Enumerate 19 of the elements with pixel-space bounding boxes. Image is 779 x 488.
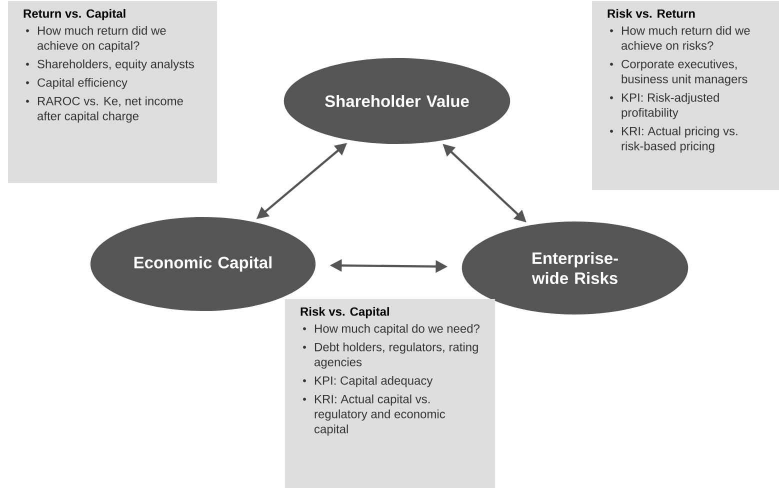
ellipse-node: Shareholder Value [284,58,510,144]
ellipse-node: Enterprise-wide Risks [462,222,688,314]
bullet-item: KRI: Actual capital vs. regulatory and economic capital [314,394,446,436]
bullet-item: Capital efficiency [38,78,128,90]
bullet-item: How much capital do we need? [315,324,480,336]
bullet-item: Corporate executives, business unit managers [622,60,748,86]
info-box [592,1,779,190]
box-heading: Return vs. Capital [24,9,126,20]
bullet-item: KPI: Risk-adjusted profitability [622,93,719,120]
bullet-item: KPI: Capital adequacy [315,376,433,388]
bullet-item: Debt holders, regulators, rating agencies [314,342,478,369]
bullet-item: KRI: Actual pricing vs. risk-based pricing [622,126,738,153]
info-box [8,1,217,183]
bullet-item: How much return did we achieve on risks? [622,26,750,50]
bullet-item: RAROC vs. Ke, net income after capital charge [38,96,183,123]
bullet-item: Shareholders, equity analysts [38,60,194,71]
box-heading: Risk vs. Return [608,9,695,18]
info-box [285,299,495,488]
bullet-item: How much return did we achieve on capital? [38,26,166,52]
